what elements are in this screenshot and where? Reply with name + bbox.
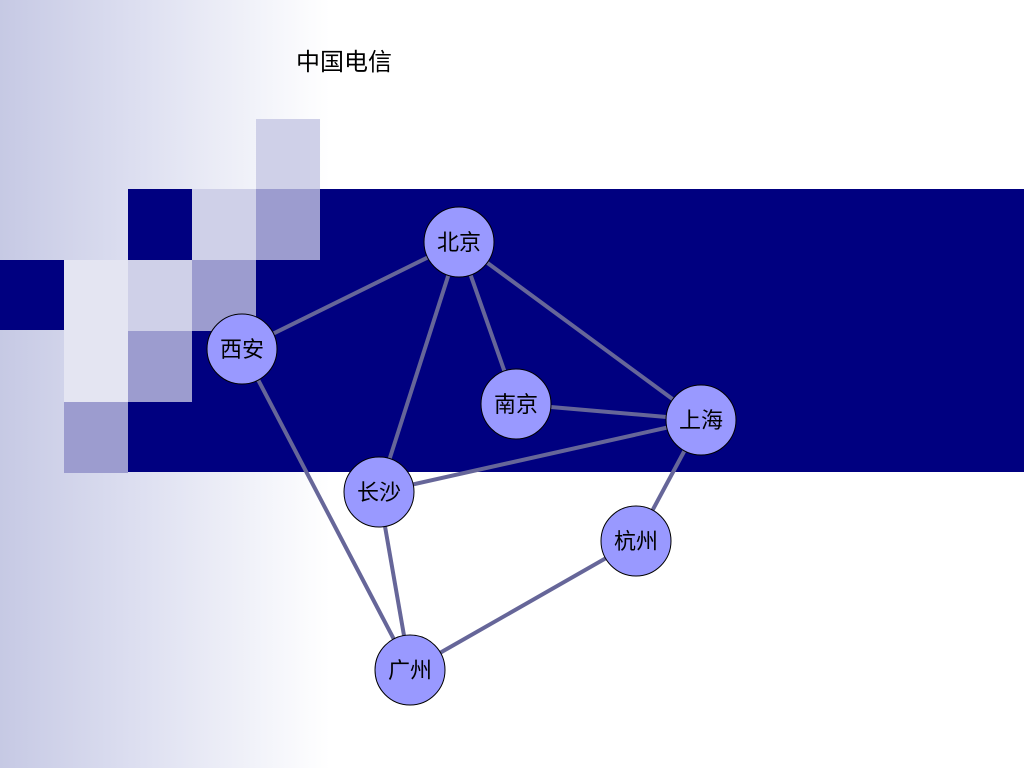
node-circle <box>206 313 278 385</box>
decor-square <box>128 331 192 402</box>
decor-square <box>192 189 256 260</box>
decor-square <box>64 402 128 473</box>
node-label: 上海 <box>679 409 723 434</box>
node-label: 北京 <box>437 231 481 256</box>
edges <box>240 240 703 672</box>
decor-square <box>256 189 320 260</box>
edge-beijing-changsha <box>377 241 461 493</box>
node-circle <box>480 368 552 440</box>
node-circle <box>600 505 672 577</box>
node-label: 广州 <box>388 659 432 684</box>
node-label: 西安 <box>220 338 264 363</box>
node-label: 杭州 <box>614 530 658 555</box>
decor-square <box>64 260 128 331</box>
slide-title: 中国电信 <box>296 48 392 76</box>
decor-square <box>64 331 128 402</box>
node-circle <box>665 384 737 456</box>
decor-square <box>256 119 320 190</box>
edge-beijing-shanghai <box>457 240 703 422</box>
node-nanjing: 南京 <box>480 368 552 440</box>
node-changsha: 长沙 <box>343 456 415 528</box>
edge-hangzhou-guangzhou <box>409 539 637 672</box>
node-beijing: 北京 <box>423 206 495 278</box>
node-guangzhou: 广州 <box>374 634 446 706</box>
node-label: 南京 <box>494 393 538 418</box>
edge-beijing-xian <box>241 240 460 351</box>
edge-xian-guangzhou <box>240 348 412 671</box>
navy-band-left-segment <box>0 260 64 330</box>
node-shanghai: 上海 <box>665 384 737 456</box>
node-label: 长沙 <box>357 481 401 506</box>
node-circle <box>423 206 495 278</box>
node-circle <box>374 634 446 706</box>
node-hangzhou: 杭州 <box>600 505 672 577</box>
edge-changsha-shanghai <box>378 418 702 494</box>
node-circle <box>343 456 415 528</box>
node-xian: 西安 <box>206 313 278 385</box>
decor-square <box>128 260 192 331</box>
